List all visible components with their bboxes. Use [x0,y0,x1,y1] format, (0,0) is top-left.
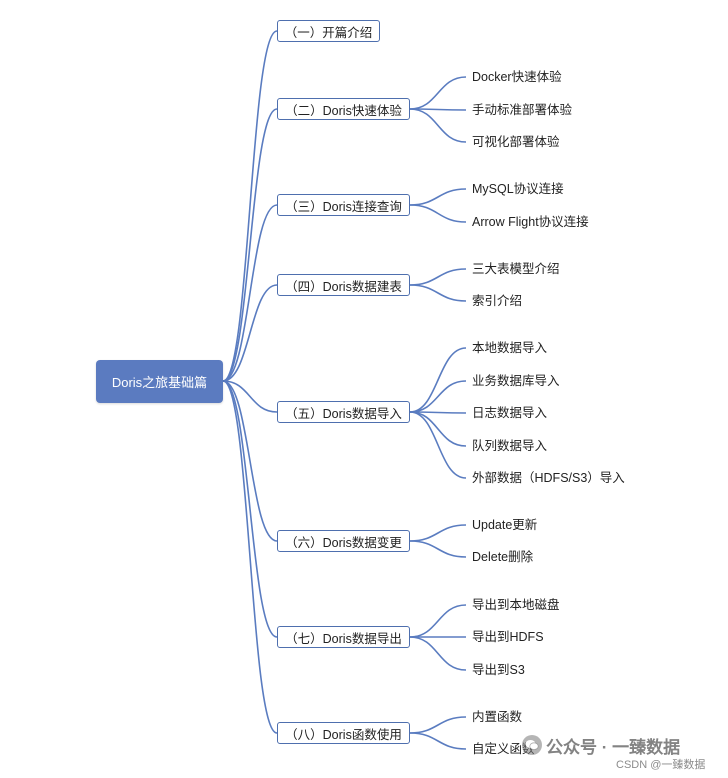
leaf-item: MySQL协议连接 [472,182,564,196]
chapter-node-8: （八）Doris函数使用 [277,722,410,744]
chapter-to-leaf-link [409,268,467,286]
chapter-to-leaf-link [409,636,467,671]
leaf-item: Docker快速体验 [472,70,562,84]
leaf-item: 导出到本地磁盘 [472,598,560,612]
chapter-to-leaf-link [409,732,467,750]
leaf-item: Arrow Flight协议连接 [472,215,589,229]
root-to-chapter-link [222,380,278,734]
chapter-to-leaf-link [409,76,467,110]
chapter-label: （三）Doris连接查询 [285,199,402,214]
chapter-node-7: （七）Doris数据导出 [277,626,410,648]
chapter-to-leaf-link [409,716,467,734]
chapter-to-leaf-link [409,540,467,558]
leaf-item: 队列数据导入 [472,439,548,453]
chapter-to-leaf-link [409,380,467,413]
root-to-chapter-link [222,380,278,413]
chapter-node-5: （五）Doris数据导入 [277,401,410,423]
root-label: Doris之旅基础篇 [111,375,208,390]
chapter-label: （八）Doris函数使用 [285,727,402,742]
chapter-to-leaf-link [409,347,467,413]
chapter-node-6: （六）Doris数据变更 [277,530,410,552]
chapter-node-1: （一）开篇介绍 [277,20,380,42]
watermark-text: 公众号 · 一臻数据 [546,737,681,757]
chapter-to-leaf-link [409,284,467,302]
watermark-source: CSDN @一臻数据 [616,759,706,771]
chapter-node-3: （三）Doris连接查询 [277,194,410,216]
chapter-to-leaf-link [409,204,467,223]
leaf-item: 手动标准部署体验 [472,103,573,117]
wechat-icon [522,735,542,755]
leaf-item: 导出到HDFS [472,630,544,644]
chapter-label: （六）Doris数据变更 [285,535,402,550]
leaf-item: 自定义函数 [472,742,535,756]
leaf-item: 外部数据（HDFS/S3）导入 [472,471,625,485]
chapter-label: （七）Doris数据导出 [285,631,402,646]
leaf-item: 可视化部署体验 [472,135,560,149]
chapter-node-4: （四）Doris数据建表 [277,274,410,296]
chapter-to-leaf-link [409,108,467,143]
leaf-item: 日志数据导入 [472,406,548,420]
chapter-node-2: （二）Doris快速体验 [277,98,410,120]
root-to-chapter-link [222,380,278,542]
chapter-label: （一）开篇介绍 [284,25,373,40]
chapter-to-leaf-link [409,411,467,479]
chapter-label: （五）Doris数据导入 [285,406,402,421]
leaf-item: Delete删除 [472,550,534,564]
leaf-item: Update更新 [472,518,538,532]
root-to-chapter-link [222,380,278,638]
chapter-to-leaf-link [409,524,467,542]
leaf-item: 索引介绍 [472,294,523,308]
root-to-chapter-link [222,30,278,382]
leaf-item: 本地数据导入 [472,341,548,355]
leaf-item: 业务数据库导入 [472,374,560,388]
root-to-chapter-link [222,108,278,382]
chapter-to-leaf-link [409,411,467,447]
root-to-chapter-link [222,204,278,382]
chapter-label: （二）Doris快速体验 [285,103,402,118]
leaf-item: 三大表模型介绍 [472,262,560,276]
chapter-to-leaf-link [409,604,467,638]
chapter-to-leaf-link [409,188,467,206]
chapter-label: （四）Doris数据建表 [285,279,402,294]
watermark: 公众号 · 一臻数据 [522,732,680,758]
leaf-item: 导出到S3 [472,663,525,677]
root-to-chapter-link [222,284,278,382]
leaf-item: 内置函数 [472,710,523,724]
root-node: Doris之旅基础篇 [96,360,223,403]
